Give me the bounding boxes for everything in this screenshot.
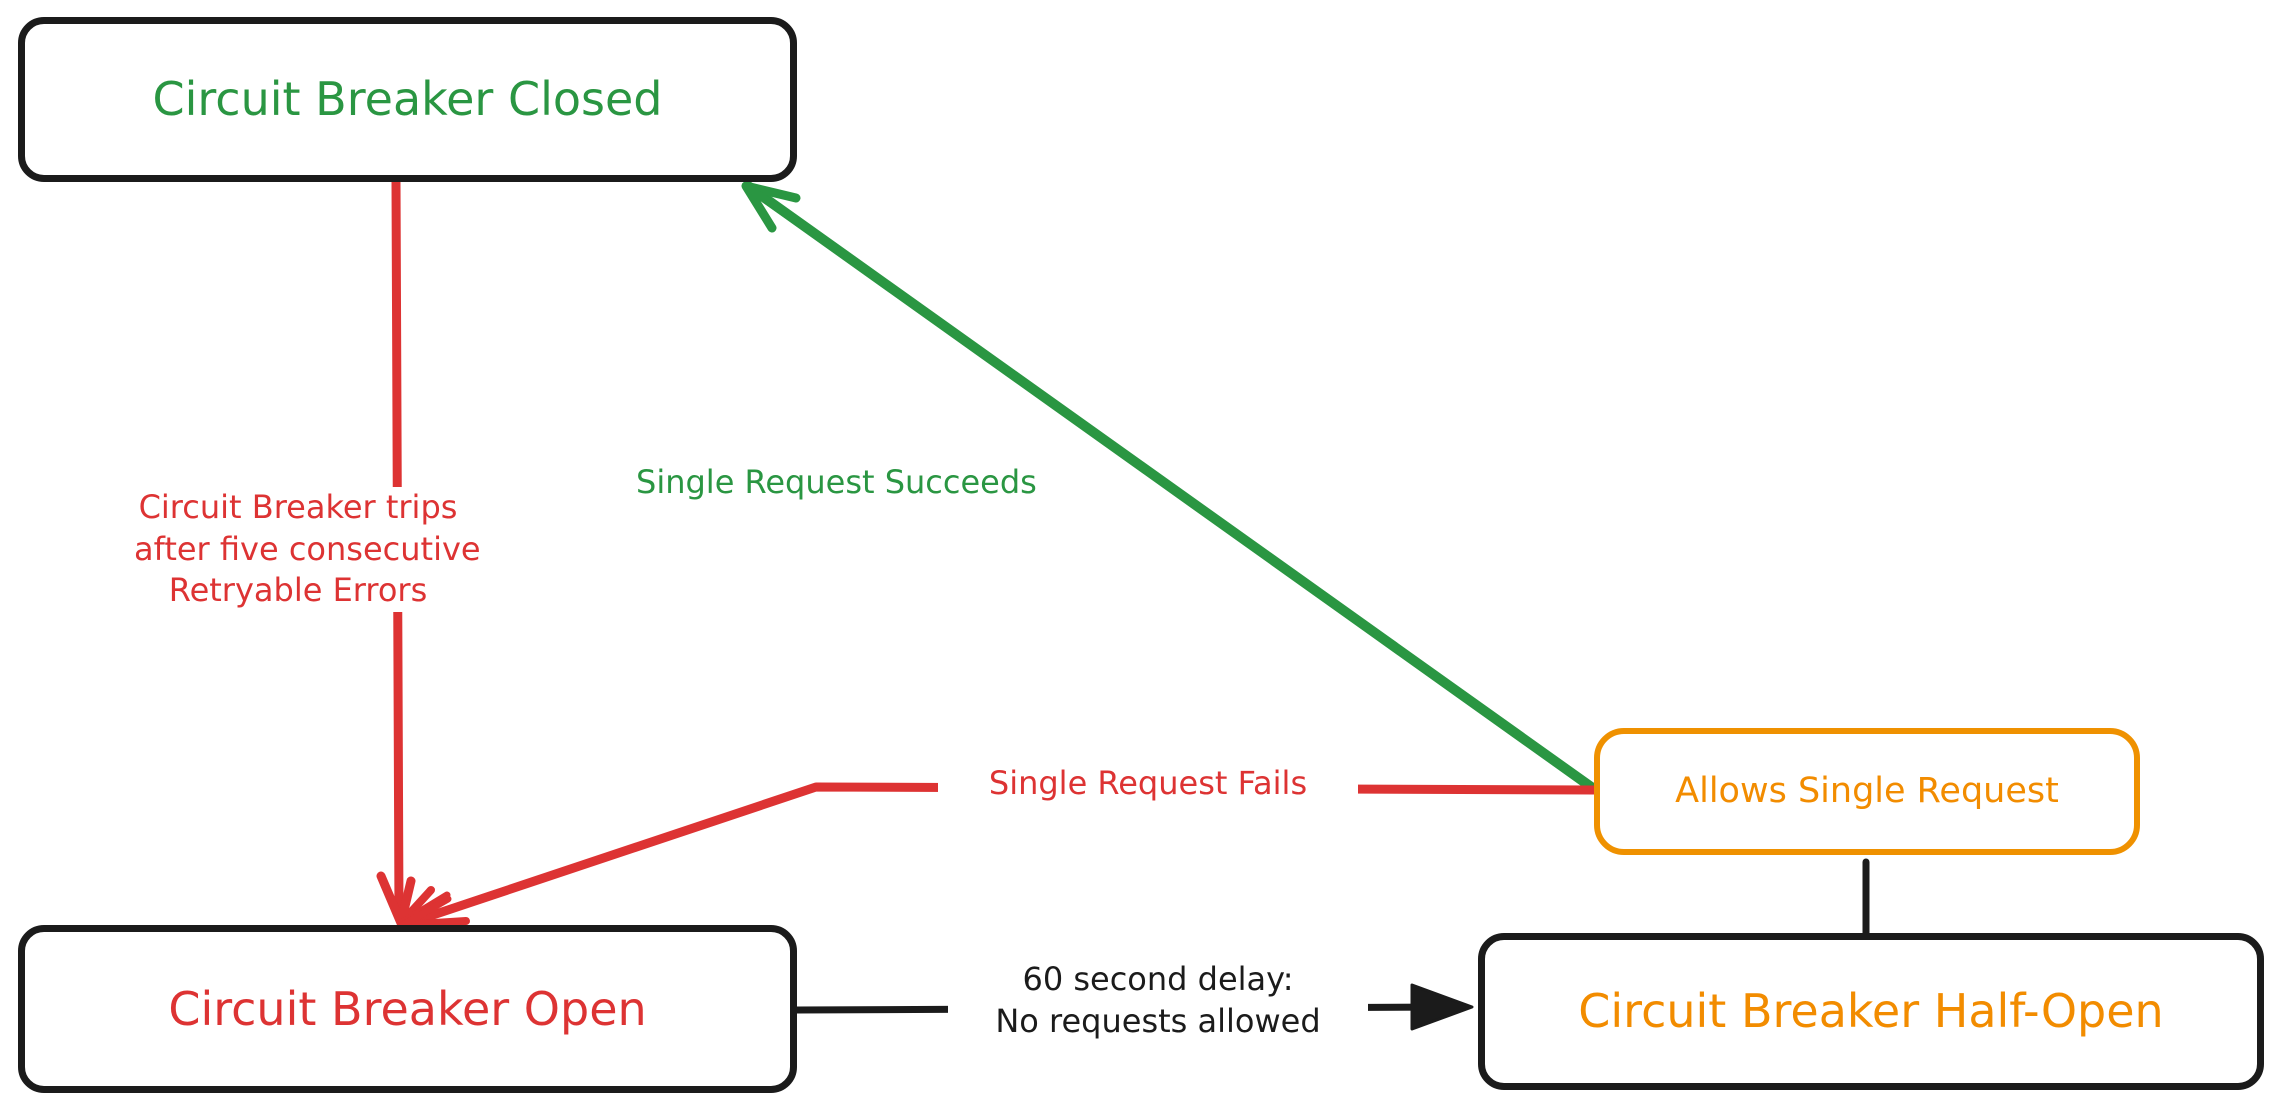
node-label-closed: Circuit Breaker Closed: [152, 72, 663, 127]
edge-allows-to-open: [398, 782, 1599, 930]
edge-label-open-to-half-open: 60 second delay: No requests allowed: [948, 959, 1368, 1043]
edge-label-line: Single Request Succeeds: [636, 463, 1037, 501]
edge-label-line: Single Request Fails: [988, 764, 1308, 802]
edge-label-line: Retryable Errors: [168, 571, 428, 610]
edge-label-line: after five consecutive: [134, 529, 481, 568]
edge-label-allows-to-open: Single Request Fails: [938, 763, 1358, 805]
node-allows-single-request[interactable]: Allows Single Request: [1594, 728, 2140, 855]
node-label-half-open: Circuit Breaker Half-Open: [1578, 984, 2164, 1039]
edge-allows-to-closed: [741, 181, 1599, 794]
edge-label-line: Circuit Breaker trips: [138, 488, 458, 526]
node-label-open: Circuit Breaker Open: [168, 981, 647, 1036]
edge-label-allows-to-closed: Single Request Succeeds: [630, 462, 1037, 504]
edge-label-line: 60 second delay:: [1022, 960, 1294, 998]
node-circuit-breaker-closed[interactable]: Circuit Breaker Closed: [18, 17, 797, 182]
edge-label-closed-to-open: Circuit Breaker trips after five consecu…: [128, 487, 481, 612]
node-circuit-breaker-half-open[interactable]: Circuit Breaker Half-Open: [1478, 933, 2264, 1090]
edge-label-line: No requests allowed: [995, 1001, 1321, 1040]
node-circuit-breaker-open[interactable]: Circuit Breaker Open: [18, 925, 797, 1093]
node-label-allows-single-request: Allows Single Request: [1675, 771, 2059, 812]
